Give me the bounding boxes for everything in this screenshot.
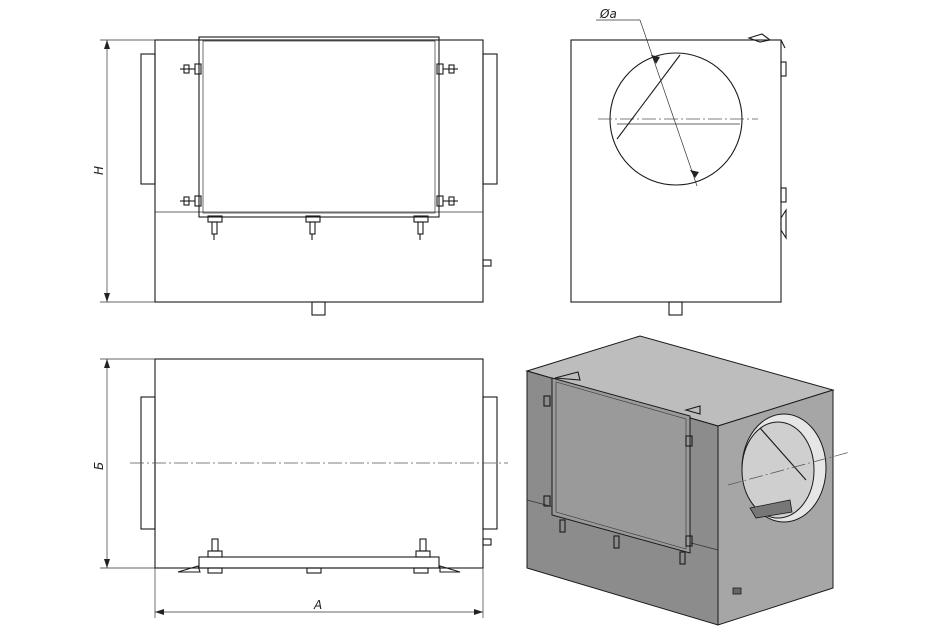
top-view: Б A (92, 358, 508, 618)
access-panel (198, 36, 440, 218)
panel-latches (180, 63, 458, 240)
diameter-dimension (596, 19, 699, 187)
right-flange (482, 53, 498, 185)
iso-fitting (732, 587, 742, 595)
drain-pipe (311, 301, 326, 316)
width-dimension (154, 568, 484, 618)
diameter-label: Øa (599, 7, 617, 21)
side-body (570, 39, 782, 303)
top-body (154, 358, 484, 569)
isometric-view (525, 335, 851, 626)
iso-latches (543, 371, 701, 565)
depth-dimension (100, 358, 155, 569)
side-fitting (482, 259, 492, 267)
damper-blade (616, 54, 681, 140)
front-body (154, 39, 484, 303)
width-label: A (313, 598, 322, 612)
height-label: H (92, 166, 106, 175)
iso-access-panel (551, 377, 691, 554)
top-panel-edge (198, 556, 440, 569)
height-dimension (100, 39, 155, 303)
depth-label: Б (92, 462, 106, 470)
side-drain (668, 301, 683, 316)
left-flange (140, 53, 156, 185)
side-view: Øa (570, 7, 787, 316)
front-view: H (92, 36, 498, 316)
iso-damper-blade (759, 427, 807, 481)
